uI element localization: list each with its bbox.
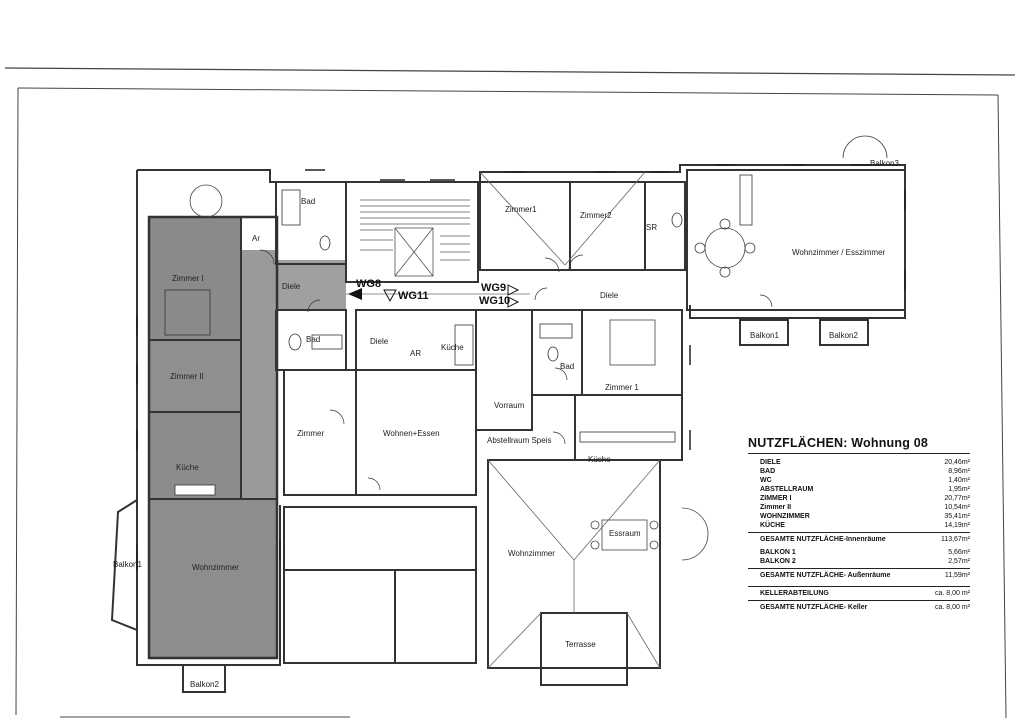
area-row: BAD 8,96m² (748, 467, 970, 476)
kitchen-counters (174, 174, 753, 496)
frame-top (17, 87, 999, 96)
unit-label-wg10: WG10 (479, 295, 510, 307)
cellar-value: ca. 8,00 m² (934, 590, 970, 597)
unit-label-wg8: WG8 (356, 278, 381, 290)
area-row: DIELE 20,46m² (748, 458, 970, 467)
frame-right (997, 94, 1007, 719)
unit-markers (346, 284, 530, 308)
area-row-value: 1,95m² (948, 486, 970, 493)
total-cellar-value: ca. 8,00 m² (934, 604, 970, 611)
area-row-value: 14,19m² (944, 522, 970, 529)
area-row-label: WC (760, 477, 772, 484)
area-row-value: 2,57m² (948, 558, 970, 565)
room-label: Balkon2 (190, 680, 219, 689)
room-label: Balkon1 (113, 560, 142, 569)
room-label: Zimmer 1 (605, 383, 639, 392)
area-row-label: Zimmer II (760, 504, 792, 511)
sanitary-fixtures (281, 189, 683, 362)
area-row-label: WOHNZIMMER (760, 513, 810, 520)
room-label: Küche (176, 463, 199, 472)
area-row-value: 35,41m² (944, 513, 970, 520)
apartment-08-highlight (149, 217, 346, 658)
room-label: Balkon1 (750, 331, 779, 340)
outdoor-rows: BALKON 1 5,66m² BALKON 2 2,57m² (748, 548, 970, 566)
area-row: BALKON 1 5,66m² (748, 548, 970, 557)
area-row-label: DIELE (760, 459, 781, 466)
total-outer-value: 11,59m² (944, 572, 970, 579)
room-label: Balkon3 (870, 159, 899, 168)
room-label: Wohnzimmer / Esszimmer (792, 248, 886, 257)
room-label: Terrasse (565, 640, 596, 649)
room-label: Küche (441, 343, 464, 352)
area-row-label: BALKON 2 (760, 558, 796, 565)
room-label: Bad (306, 335, 320, 344)
unit-label-wg11: WG11 (398, 290, 429, 302)
room-label: Diele (370, 337, 389, 346)
room-label: Diele (600, 291, 619, 300)
area-row: KÜCHE 14,19m² (748, 521, 970, 530)
room-label: AR (410, 349, 421, 358)
area-row-value: 10,54m² (944, 504, 970, 511)
windows (136, 164, 906, 570)
room-label: Zimmer (297, 429, 324, 438)
area-row-label: BAD (760, 468, 776, 475)
area-row: ZIMMER I 20,77m² (748, 494, 970, 503)
total-cellar-row: GESAMTE NUTZFLÄCHE- Keller ca. 8,00 m² (748, 600, 970, 612)
total-outer-label: GESAMTE NUTZFLÄCHE- Außenräume (760, 572, 891, 579)
room-label: Zimmer I (172, 274, 204, 283)
room-label: Wohnen+Essen (383, 429, 440, 438)
cellar-label: KELLERABTEILUNG (760, 590, 829, 597)
room-label: Wohnzimmer (508, 549, 555, 558)
room-label: Bad (560, 362, 574, 371)
unit-label-wg9: WG9 (481, 282, 506, 294)
total-inner-row: GESAMTE NUTZFLÄCHE-Innenräume 113,67m² (748, 532, 970, 544)
room-label: Zimmer II (170, 372, 204, 381)
stairwell (360, 199, 470, 277)
room-label: Bad (301, 197, 315, 206)
area-row: WOHNZIMMER 35,41m² (748, 512, 970, 521)
room-label: Zimmer2 (580, 211, 612, 220)
room-label: Zimmer1 (505, 205, 537, 214)
area-row: WC 1,40m² (748, 476, 970, 485)
room-label: Küche (588, 455, 611, 464)
room-label: Ar (252, 234, 260, 243)
area-row: ABSTELLRAUM 1,95m² (748, 485, 970, 494)
room-label: Vorraum (494, 401, 525, 410)
area-table-title: NUTZFLÄCHEN: Wohnung 08 (748, 436, 970, 454)
scan-top-line (4, 67, 1016, 76)
area-row-value: 20,46m² (944, 459, 970, 466)
total-inner-label: GESAMTE NUTZFLÄCHE-Innenräume (760, 536, 886, 543)
area-row: Zimmer II 10,54m² (748, 503, 970, 512)
room-label: Essraum (609, 529, 641, 538)
roof-lines (479, 171, 661, 669)
area-row-label: ZIMMER I (760, 495, 792, 502)
room-label: Wohnzimmer (192, 563, 239, 572)
total-cellar-label: GESAMTE NUTZFLÄCHE- Keller (760, 604, 868, 611)
door-swings (259, 249, 773, 491)
room-label: SR (646, 223, 657, 232)
total-outer-row: GESAMTE NUTZFLÄCHE- Außenräume 11,59m² (748, 568, 970, 580)
area-row-value: 5,66m² (948, 549, 970, 556)
room-label: Balkon2 (829, 331, 858, 340)
total-inner-value: 113,67m² (940, 536, 970, 543)
cellar-row: KELLERABTEILUNG ca. 8,00 m² (748, 586, 970, 598)
area-row-label: ABSTELLRAUM (760, 486, 814, 493)
area-row-value: 20,77m² (944, 495, 970, 502)
area-row-value: 1,40m² (948, 477, 970, 484)
area-row: BALKON 2 2,57m² (748, 557, 970, 566)
area-row-label: KÜCHE (760, 522, 785, 529)
room-label: Diele (282, 282, 301, 291)
area-table: NUTZFLÄCHEN: Wohnung 08 DIELE 20,46m² BAD 8… (748, 436, 970, 612)
frame-left (15, 87, 19, 716)
area-row-value: 8,96m² (948, 468, 970, 475)
furniture (164, 135, 888, 561)
area-row-label: BALKON 1 (760, 549, 796, 556)
room-label: Abstellraum Speis (487, 436, 551, 445)
